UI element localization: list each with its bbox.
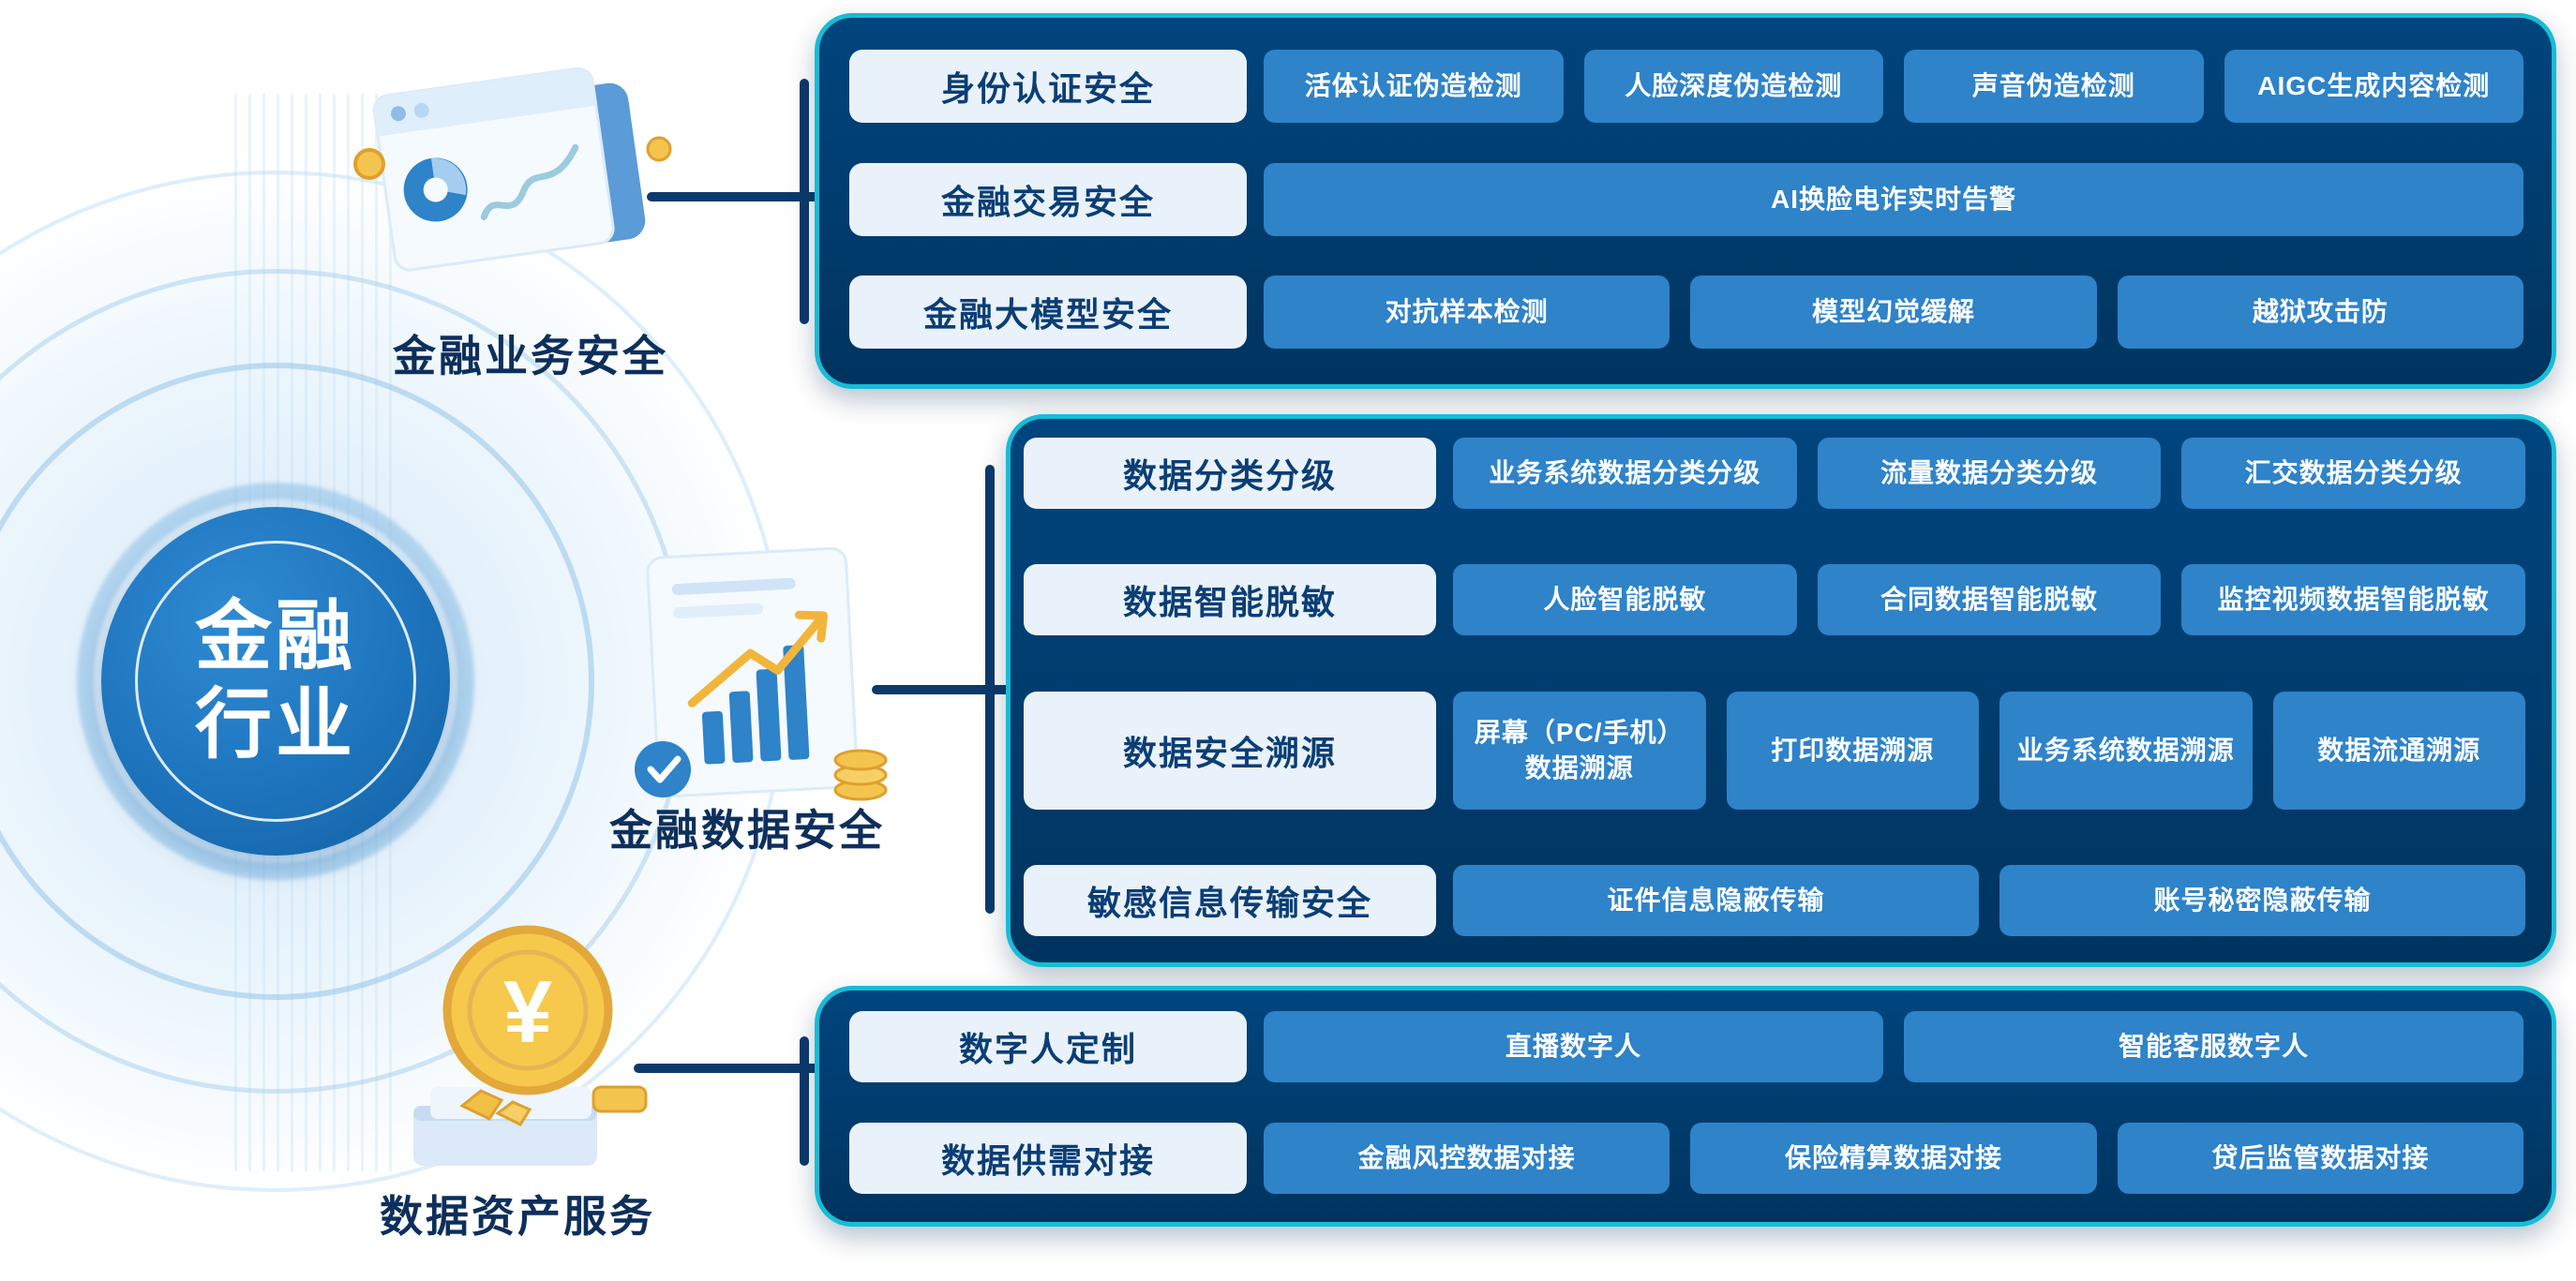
chip: 业务系统数据分类分级 (1453, 438, 1797, 509)
chip: 人脸智能脱敏 (1453, 564, 1797, 636)
connector-middle-horizontal (872, 685, 1012, 694)
chip-group: AI换脸电诈实时告警 (1264, 162, 2524, 236)
panel-business-security: 身份认证安全 活体认证伪造检测 人脸深度伪造检测 声音伪造检测 AIGC生成内容… (815, 13, 2556, 389)
row-llm-security: 金融大模型安全 对抗样本检测 模型幻觉缓解 越狱攻击防 (849, 276, 2524, 349)
row-identity-auth-security: 身份认证安全 活体认证伪造检测 人脸深度伪造检测 声音伪造检测 AIGC生成内容… (849, 50, 2524, 123)
row-transaction-security: 金融交易安全 AI换脸电诈实时告警 (849, 162, 2524, 236)
row-label: 敏感信息传输安全 (1024, 864, 1436, 936)
connector-bottom-horizontal (634, 1064, 821, 1073)
chip: 合同数据智能脱敏 (1817, 564, 2162, 636)
chip: 数据流通溯源 (2272, 691, 2525, 810)
chip-group: 证件信息隐蔽传输 账号秘密隐蔽传输 (1453, 864, 2525, 936)
chip: 汇交数据分类分级 (2181, 438, 2526, 509)
row-data-masking: 数据智能脱敏 人脸智能脱敏 合同数据智能脱敏 监控视频数据智能脱敏 (1024, 564, 2526, 636)
center-title-line2: 行业 (194, 682, 356, 767)
chip: 打印数据溯源 (1726, 691, 1979, 810)
chip: 流量数据分类分级 (1817, 438, 2162, 509)
yuan-coin-illustration: ¥ (413, 925, 648, 1166)
row-data-traceability: 数据安全溯源 屏幕（PC/手机）数据溯源 打印数据溯源 业务系统数据溯源 数据流… (1024, 691, 2525, 810)
chip: 账号秘密隐蔽传输 (1999, 864, 2525, 936)
chip: 越狱攻击防 (2117, 276, 2524, 349)
connector-middle-vertical (985, 465, 995, 914)
category-label-data-asset-services: 数据资产服务 (380, 1192, 655, 1241)
chip-group: 活体认证伪造检测 人脸深度伪造检测 声音伪造检测 AIGC生成内容检测 (1264, 50, 2524, 123)
panel-data-asset-services: 数字人定制 直播数字人 智能客服数字人 数据供需对接 金融风控数据对接 保险精算… (815, 986, 2556, 1227)
row-label: 数据安全溯源 (1024, 691, 1436, 810)
chip: 金融风控数据对接 (1264, 1123, 1670, 1194)
chip: 对抗样本检测 (1264, 276, 1670, 349)
category-label-business-security: 金融业务安全 (393, 332, 668, 380)
chip: 证件信息隐蔽传输 (1453, 864, 1979, 936)
chip: 直播数字人 (1264, 1011, 1883, 1082)
chip-group: 屏幕（PC/手机）数据溯源 打印数据溯源 业务系统数据溯源 数据流通溯源 (1453, 691, 2525, 810)
row-label: 数据智能脱敏 (1024, 564, 1436, 636)
chip: 人脸深度伪造检测 (1583, 50, 1883, 123)
row-label: 数字人定制 (849, 1011, 1247, 1082)
chip: 模型幻觉缓解 (1690, 276, 2097, 349)
row-sensitive-transmission: 敏感信息传输安全 证件信息隐蔽传输 账号秘密隐蔽传输 (1024, 864, 2525, 936)
row-label: 数据供需对接 (849, 1123, 1247, 1194)
document-chart-illustration (635, 546, 888, 801)
row-label: 金融大模型安全 (849, 276, 1247, 349)
chip: 智能客服数字人 (1904, 1011, 2524, 1082)
panel-data-security: 数据分类分级 业务系统数据分类分级 流量数据分类分级 汇交数据分类分级 数据智能… (1006, 414, 2556, 967)
chip-group: 金融风控数据对接 保险精算数据对接 贷后监管数据对接 (1264, 1123, 2524, 1194)
chip-group: 直播数字人 智能客服数字人 (1264, 1011, 2524, 1082)
center-title-line1: 金融 (194, 593, 356, 679)
chip: 监控视频数据智能脱敏 (2181, 564, 2526, 636)
center-circle: 金融 行业 (101, 507, 450, 856)
connector-top-horizontal (647, 192, 821, 201)
chip-group: 业务系统数据分类分级 流量数据分类分级 汇交数据分类分级 (1453, 438, 2526, 509)
category-label-data-security: 金融数据安全 (609, 806, 885, 855)
chip-group: 人脸智能脱敏 合同数据智能脱敏 监控视频数据智能脱敏 (1453, 564, 2526, 636)
svg-text:¥: ¥ (503, 962, 552, 1061)
row-label: 数据分类分级 (1024, 438, 1436, 509)
dashboard-chart-illustration (353, 67, 672, 272)
row-data-classification: 数据分类分级 业务系统数据分类分级 流量数据分类分级 汇交数据分类分级 (1024, 438, 2526, 509)
chip: 屏幕（PC/手机）数据溯源 (1453, 691, 1706, 810)
row-data-supply-demand: 数据供需对接 金融风控数据对接 保险精算数据对接 贷后监管数据对接 (849, 1123, 2524, 1194)
row-label: 金融交易安全 (849, 162, 1247, 236)
chip: AI换脸电诈实时告警 (1264, 162, 2524, 236)
row-label: 身份认证安全 (849, 50, 1247, 123)
chip: 活体认证伪造检测 (1264, 50, 1564, 123)
connector-bottom-vertical (800, 1036, 809, 1166)
chip: AIGC生成内容检测 (2224, 50, 2524, 123)
chip: 保险精算数据对接 (1690, 1123, 2097, 1194)
chip: 业务系统数据溯源 (1999, 691, 2253, 810)
chip: 声音伪造检测 (1904, 50, 2204, 123)
row-digital-human: 数字人定制 直播数字人 智能客服数字人 (849, 1011, 2524, 1082)
chip-group: 对抗样本检测 模型幻觉缓解 越狱攻击防 (1264, 276, 2524, 349)
chip: 贷后监管数据对接 (2117, 1123, 2524, 1194)
connector-top-vertical (800, 79, 809, 324)
